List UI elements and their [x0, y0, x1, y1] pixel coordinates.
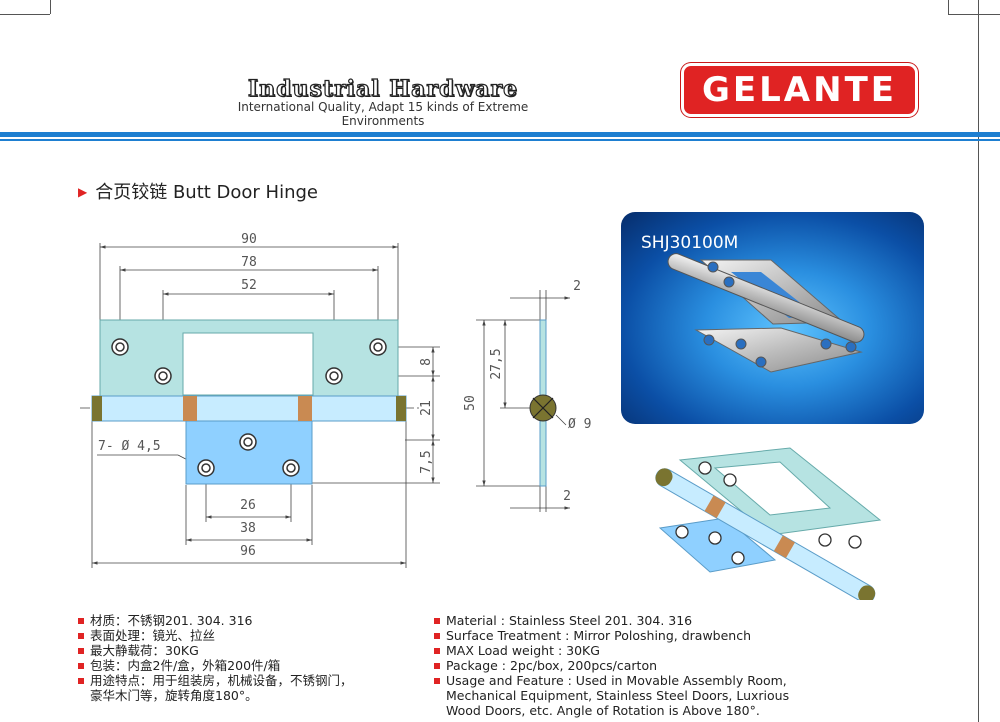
square-bullet-icon	[434, 663, 440, 669]
section-title: ▶ 合页铰链 Butt Door Hinge	[78, 178, 318, 204]
hinge-3d-render	[655, 447, 882, 600]
dim-label: Ø 9	[568, 417, 591, 432]
spec-item-continued: 豪华木门等，旋转角度180°。	[90, 688, 258, 703]
spec-item: 最大静载荷：30KG	[78, 643, 398, 658]
dim-label: 52	[241, 278, 257, 293]
spec-item-continued: Wood Doors, etc. Angle of Rotation is Ab…	[446, 703, 760, 718]
dim-label: 21	[419, 400, 434, 416]
crop-mark	[948, 14, 1000, 15]
brand-subtitle: International Quality, Adapt 15 kinds of…	[237, 100, 529, 128]
spec-item: 材质：不锈钢201. 304. 316	[78, 613, 398, 628]
dim-label: 38	[240, 521, 256, 536]
dim-label: 96	[240, 544, 256, 559]
dim-label: 7,5	[419, 450, 434, 473]
logo-text: GELANTE	[702, 70, 897, 110]
dim-label: 2	[573, 279, 581, 294]
crop-mark	[948, 0, 949, 14]
dim-label: 8	[419, 358, 434, 366]
square-bullet-icon	[434, 648, 440, 654]
hinge-photo-illustration	[667, 253, 865, 373]
square-bullet-icon	[434, 678, 440, 684]
hole-dim-label: 7- Ø 4,5	[98, 439, 161, 454]
specs-chinese: 材质：不锈钢201. 304. 316 表面处理：镜光、拉丝 最大静载荷：30K…	[78, 613, 398, 703]
spec-item: Material : Stainless Steel 201. 304. 316	[434, 613, 834, 628]
spec-item-continued: Mechanical Equipment, Stainless Steel Do…	[446, 688, 790, 703]
header-stripe-thin	[0, 139, 1000, 141]
hinge-technical-drawing: 90 78 52 8 21 7,5 7- Ø 4,5 26 38 96 2 27…	[80, 232, 591, 568]
specs-english: Material : Stainless Steel 201. 304. 316…	[434, 613, 834, 718]
spec-item: Usage and Feature : Used in Movable Asse…	[434, 673, 834, 688]
crop-mark	[0, 14, 50, 15]
dim-label: 90	[241, 232, 257, 247]
dim-label: 78	[241, 255, 257, 270]
square-bullet-icon	[78, 618, 84, 624]
crop-mark	[978, 0, 979, 722]
spec-item: 用途特点：用于组装房，机械设备，不锈钢门，	[78, 673, 398, 688]
product-photo	[621, 212, 924, 424]
square-bullet-icon	[78, 678, 84, 684]
dim-label: 27,5	[489, 348, 504, 379]
square-bullet-icon	[78, 648, 84, 654]
square-bullet-icon	[434, 618, 440, 624]
dim-label: 2	[563, 489, 571, 504]
square-bullet-icon	[434, 633, 440, 639]
crop-mark	[50, 0, 51, 14]
square-bullet-icon	[78, 663, 84, 669]
spec-item: 包装：内盒2件/盒，外箱200件/箱	[78, 658, 398, 673]
header-stripe	[0, 132, 1000, 137]
spec-item: Surface Treatment : Mirror Poloshing, dr…	[434, 628, 834, 643]
model-number: SHJ30100M	[641, 233, 739, 253]
square-bullet-icon	[78, 633, 84, 639]
spec-item: MAX Load weight : 30KG	[434, 643, 834, 658]
gelante-logo: GELANTE	[681, 63, 918, 117]
section-title-text: 合页铰链 Butt Door Hinge	[95, 182, 319, 203]
spec-item: 表面处理：镜光、拉丝	[78, 628, 398, 643]
dim-label: 50	[463, 395, 478, 411]
triangle-bullet-icon: ▶	[78, 185, 88, 199]
dim-label: 26	[240, 498, 256, 513]
spec-item: Package : 2pc/box, 200pcs/carton	[434, 658, 834, 673]
brand-title: Industrial Hardware	[247, 75, 519, 102]
